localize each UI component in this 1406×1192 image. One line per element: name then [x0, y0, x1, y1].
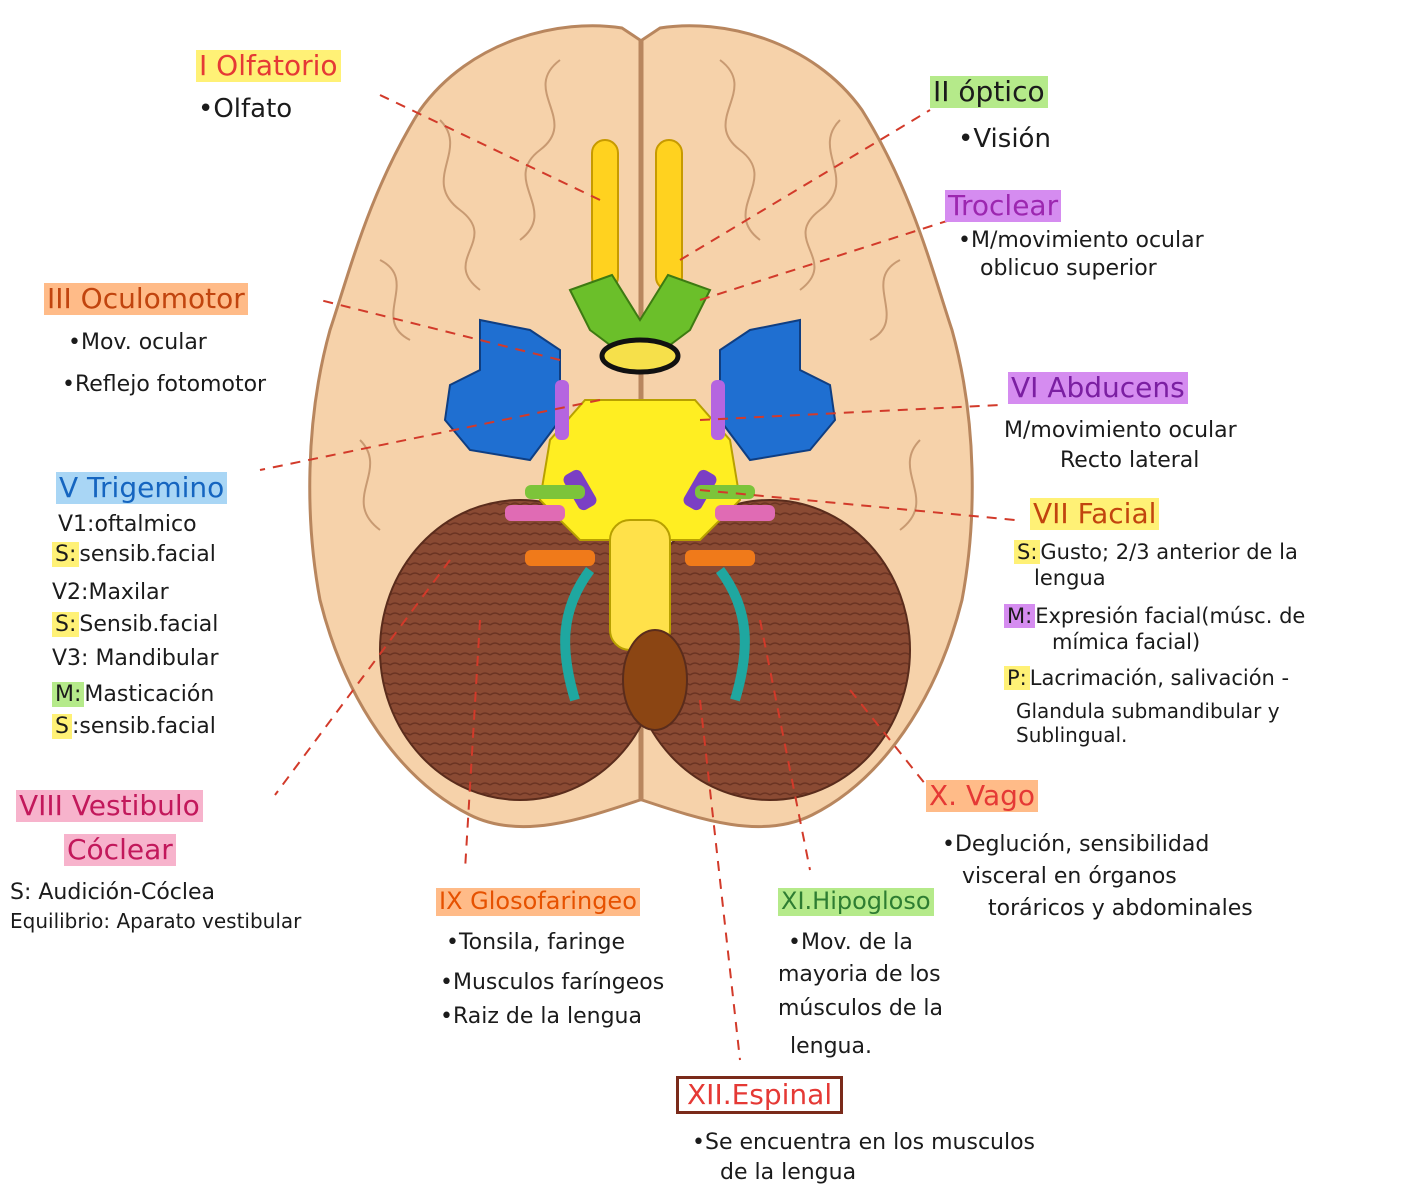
para-key: P:	[1004, 666, 1030, 690]
nerve-vii-facial-title: VII Facial	[1030, 498, 1159, 530]
sensory-key: S:	[52, 542, 79, 567]
nerve-vii-para-2: Glandula submandibular y	[1016, 700, 1280, 723]
nerve-v-v1-sens: S:sensib.facial	[52, 542, 216, 567]
nerve-i-item: •Olfato	[198, 95, 292, 125]
nerve-xi-item-2: mayoria de los	[778, 962, 941, 987]
nerve-vii-para-3: Sublingual.	[1016, 724, 1127, 747]
nerve-iv-item-1: •M/movimiento ocular	[958, 228, 1204, 253]
nerve-v-v2: V2:Maxilar	[52, 580, 169, 605]
nerve-xi-item-4: lengua.	[790, 1034, 872, 1059]
nerve-vii-para: P:Lacrimación, salivación -	[1004, 666, 1289, 690]
nerve-i-olfatorio-title: I Olfatorio	[196, 50, 341, 82]
nerve-iv-troclear-title: Troclear	[945, 190, 1061, 222]
sensory-text: :sensib.facial	[72, 714, 216, 739]
sensory-key: S:	[52, 612, 79, 637]
nerve-x-vago-title: X. Vago	[926, 780, 1038, 812]
nerve-v-v1: V1:oftalmico	[58, 512, 197, 537]
nerve-iv-item-2: oblicuo superior	[980, 256, 1157, 281]
nerve-ix-item-2: •Musculos faríngeos	[440, 970, 664, 995]
nerve-iii-item-2: •Reflejo fotomotor	[62, 372, 266, 397]
nerve-xii-item-1: •Se encuentra en los musculos	[692, 1130, 1035, 1155]
sensory-text: Sensib.facial	[79, 612, 218, 637]
motor-key: M:	[52, 682, 84, 707]
para-text: Lacrimación, salivación -	[1030, 666, 1289, 690]
nerve-vi-abducens-title: VI Abducens	[1008, 372, 1188, 404]
nerve-vii-sens-2: lengua	[1034, 566, 1106, 590]
nerve-ii-optico-title: II óptico	[930, 76, 1048, 108]
nerve-iii-item-1: •Mov. ocular	[68, 330, 207, 355]
nerve-xii-espinal-title: XII.Espinal	[676, 1076, 843, 1114]
nerve-xii-item-2: de la lengua	[720, 1160, 856, 1185]
nerve-xi-hipogloso-title: XI.Hipogloso	[778, 888, 934, 916]
nerve-viii-title-2: Cóclear	[64, 834, 176, 866]
nerve-v-trigemino-title: V Trigemino	[56, 472, 227, 504]
nerve-x-item-3: toráricos y abdominales	[988, 896, 1253, 921]
nerve-ix-item-3: •Raiz de la lengua	[440, 1004, 642, 1029]
sensory-key: S:	[1014, 540, 1040, 564]
sensory-text: Gusto; 2/3 anterior de la	[1040, 540, 1297, 564]
nerve-vii-sens: S:Gusto; 2/3 anterior de la	[1014, 540, 1298, 564]
motor-text: Expresión facial(músc. de	[1035, 604, 1305, 628]
spinal-cord	[623, 630, 687, 730]
nerve-v-v3-motor: M:Masticación	[52, 682, 214, 707]
nerve-vii-motor: M:Expresión facial(músc. de	[1004, 604, 1305, 628]
nerve-v-v3-sens: S:sensib.facial	[52, 714, 216, 739]
sensory-text: sensib.facial	[79, 542, 216, 567]
nerve-viii-title: VIII Vestibulo	[16, 790, 203, 822]
motor-text: Masticación	[84, 682, 214, 707]
nerve-v-v3: V3: Mandibular	[52, 646, 218, 671]
motor-key: M:	[1004, 604, 1035, 628]
nerve-ix-glosofaringeo-title: IX Glosofaringeo	[436, 888, 640, 916]
nerve-ix-item-1: •Tonsila, faringe	[446, 930, 625, 955]
sensory-key: S	[52, 714, 72, 739]
nerve-x-item-1: •Deglución, sensibilidad	[942, 832, 1209, 857]
nerve-viii-item-1: S: Audición-Cóclea	[10, 880, 215, 905]
nerve-vii-motor-2: mímica facial)	[1052, 630, 1200, 654]
nerve-iii-oculomotor-title: III Oculomotor	[44, 283, 248, 315]
nerve-ii-item: •Visión	[958, 125, 1051, 155]
nerve-vi-item-1: M/movimiento ocular	[1004, 418, 1237, 443]
nerve-v-v2-sens: S:Sensib.facial	[52, 612, 218, 637]
pituitary	[602, 340, 678, 372]
nerve-x-item-2: visceral en órganos	[962, 864, 1177, 889]
nerve-viii-item-2: Equilibrio: Aparato vestibular	[10, 910, 301, 933]
nerve-xi-item-3: músculos de la	[778, 996, 943, 1021]
nerve-xi-item-1: •Mov. de la	[788, 930, 913, 955]
nerve-vi-item-2: Recto lateral	[1060, 448, 1199, 473]
